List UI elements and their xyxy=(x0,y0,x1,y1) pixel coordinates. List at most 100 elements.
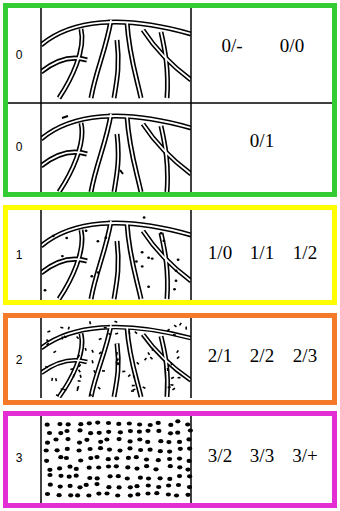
opacity-dot xyxy=(167,457,172,461)
vessel-tree xyxy=(41,325,191,397)
category-band: 22/12/22/3 xyxy=(3,313,337,405)
opacity-dot xyxy=(168,464,173,468)
opacity-mark xyxy=(55,378,57,381)
opacity-dot xyxy=(175,270,178,272)
category-number: 0 xyxy=(16,141,23,153)
opacity-dot xyxy=(45,423,50,427)
opacity-dot xyxy=(106,457,111,461)
opacity-dot xyxy=(97,271,100,273)
opacity-dot xyxy=(74,474,79,478)
opacity-mark xyxy=(137,362,139,364)
opacity-dot xyxy=(87,466,92,470)
opacity-dot xyxy=(61,255,64,257)
opacity-mark xyxy=(102,370,105,372)
opacity-mark xyxy=(152,348,154,351)
opacity-dot xyxy=(94,482,99,486)
opacity-dot xyxy=(145,429,150,433)
opacity-dot xyxy=(163,240,166,242)
opacity-dot xyxy=(44,448,49,452)
opacity-mark xyxy=(51,378,53,381)
opacity-dot xyxy=(58,455,63,459)
opacity-dot xyxy=(144,464,149,468)
subcategory-fraction: 0/1 xyxy=(250,131,274,150)
opacity-dot xyxy=(138,448,143,452)
opacity-mark xyxy=(79,364,81,366)
opacity-dot xyxy=(160,232,163,234)
opacity-dot xyxy=(78,458,83,462)
opacity-dot xyxy=(148,423,153,427)
opacity-dot xyxy=(175,431,180,435)
opacity-mark xyxy=(91,360,93,363)
opacity-dot xyxy=(68,484,73,488)
opacity-mark xyxy=(85,348,87,351)
opacity-dot xyxy=(65,447,70,451)
opacity-mark xyxy=(78,355,80,358)
opacity-dot xyxy=(144,457,149,461)
opacity-mark xyxy=(180,323,182,326)
opacity-mark xyxy=(47,343,49,345)
opacity-dot xyxy=(126,456,131,460)
opacity-dot xyxy=(156,485,161,489)
opacity-dot xyxy=(134,467,139,471)
opacity-dot xyxy=(64,429,69,433)
opacity-dot xyxy=(117,437,122,441)
opacity-dot xyxy=(90,275,93,277)
vessel-tree xyxy=(41,114,191,192)
opacity-dot xyxy=(158,449,163,453)
opacity-dot xyxy=(77,428,82,432)
opacity-mark xyxy=(148,352,150,355)
opacity-dot xyxy=(65,237,68,239)
opacity-mark xyxy=(73,375,75,378)
opacity-dot xyxy=(177,474,182,478)
opacity-mark xyxy=(92,350,93,353)
subcategory-fraction: 0/0 xyxy=(280,36,304,55)
opacity-dot xyxy=(84,483,89,487)
opacity-dot xyxy=(138,476,143,480)
opacity-dot xyxy=(67,465,72,469)
opacity-mark xyxy=(171,377,174,378)
category-band: 33/23/33/+ xyxy=(3,411,337,508)
opacity-dot xyxy=(58,474,63,478)
opacity-dot xyxy=(67,475,72,479)
opacity-mark xyxy=(77,337,79,339)
opacity-dot xyxy=(156,429,161,433)
opacity-dot xyxy=(98,446,103,450)
opacity-dot xyxy=(52,235,55,237)
opacity-dot xyxy=(168,423,173,427)
opacity-dot xyxy=(84,438,89,442)
opacity-mark xyxy=(135,332,137,334)
opacity-dot xyxy=(175,419,180,423)
opacity-dot xyxy=(88,431,93,435)
category-band: 11/01/11/2 xyxy=(3,205,337,305)
opacity-dot xyxy=(77,441,82,445)
opacity-dot xyxy=(145,440,150,444)
opacity-mark xyxy=(117,358,118,361)
opacity-dot xyxy=(185,468,190,472)
opacity-dot xyxy=(137,422,142,426)
opacity-dot xyxy=(85,230,88,232)
opacity-dot xyxy=(154,491,159,495)
opacity-mark xyxy=(56,395,59,396)
subcategory-fraction: 0/- xyxy=(221,36,242,55)
opacity-dot xyxy=(57,493,62,497)
opacity-mark xyxy=(94,370,95,373)
opacity-dot xyxy=(128,494,133,498)
opacity-dot xyxy=(57,466,62,470)
opacity-dot xyxy=(104,437,109,441)
opacity-dot xyxy=(128,485,133,489)
opacity-mark xyxy=(118,363,120,366)
opacity-mark xyxy=(68,327,70,330)
opacity-dot xyxy=(106,430,111,434)
opacity-dot xyxy=(185,493,190,497)
opacity-mark xyxy=(61,337,63,340)
opacity-mark xyxy=(185,327,187,330)
opacity-mark xyxy=(61,388,64,390)
opacity-dot xyxy=(66,422,71,426)
opacity-mark xyxy=(79,375,81,378)
opacity-dot xyxy=(166,440,171,444)
opacity-dot xyxy=(173,288,176,290)
subcategory-fraction: 2/2 xyxy=(250,346,274,365)
opacity-mark xyxy=(177,350,179,352)
category-number: 2 xyxy=(16,354,23,366)
opacity-dot xyxy=(107,448,112,452)
